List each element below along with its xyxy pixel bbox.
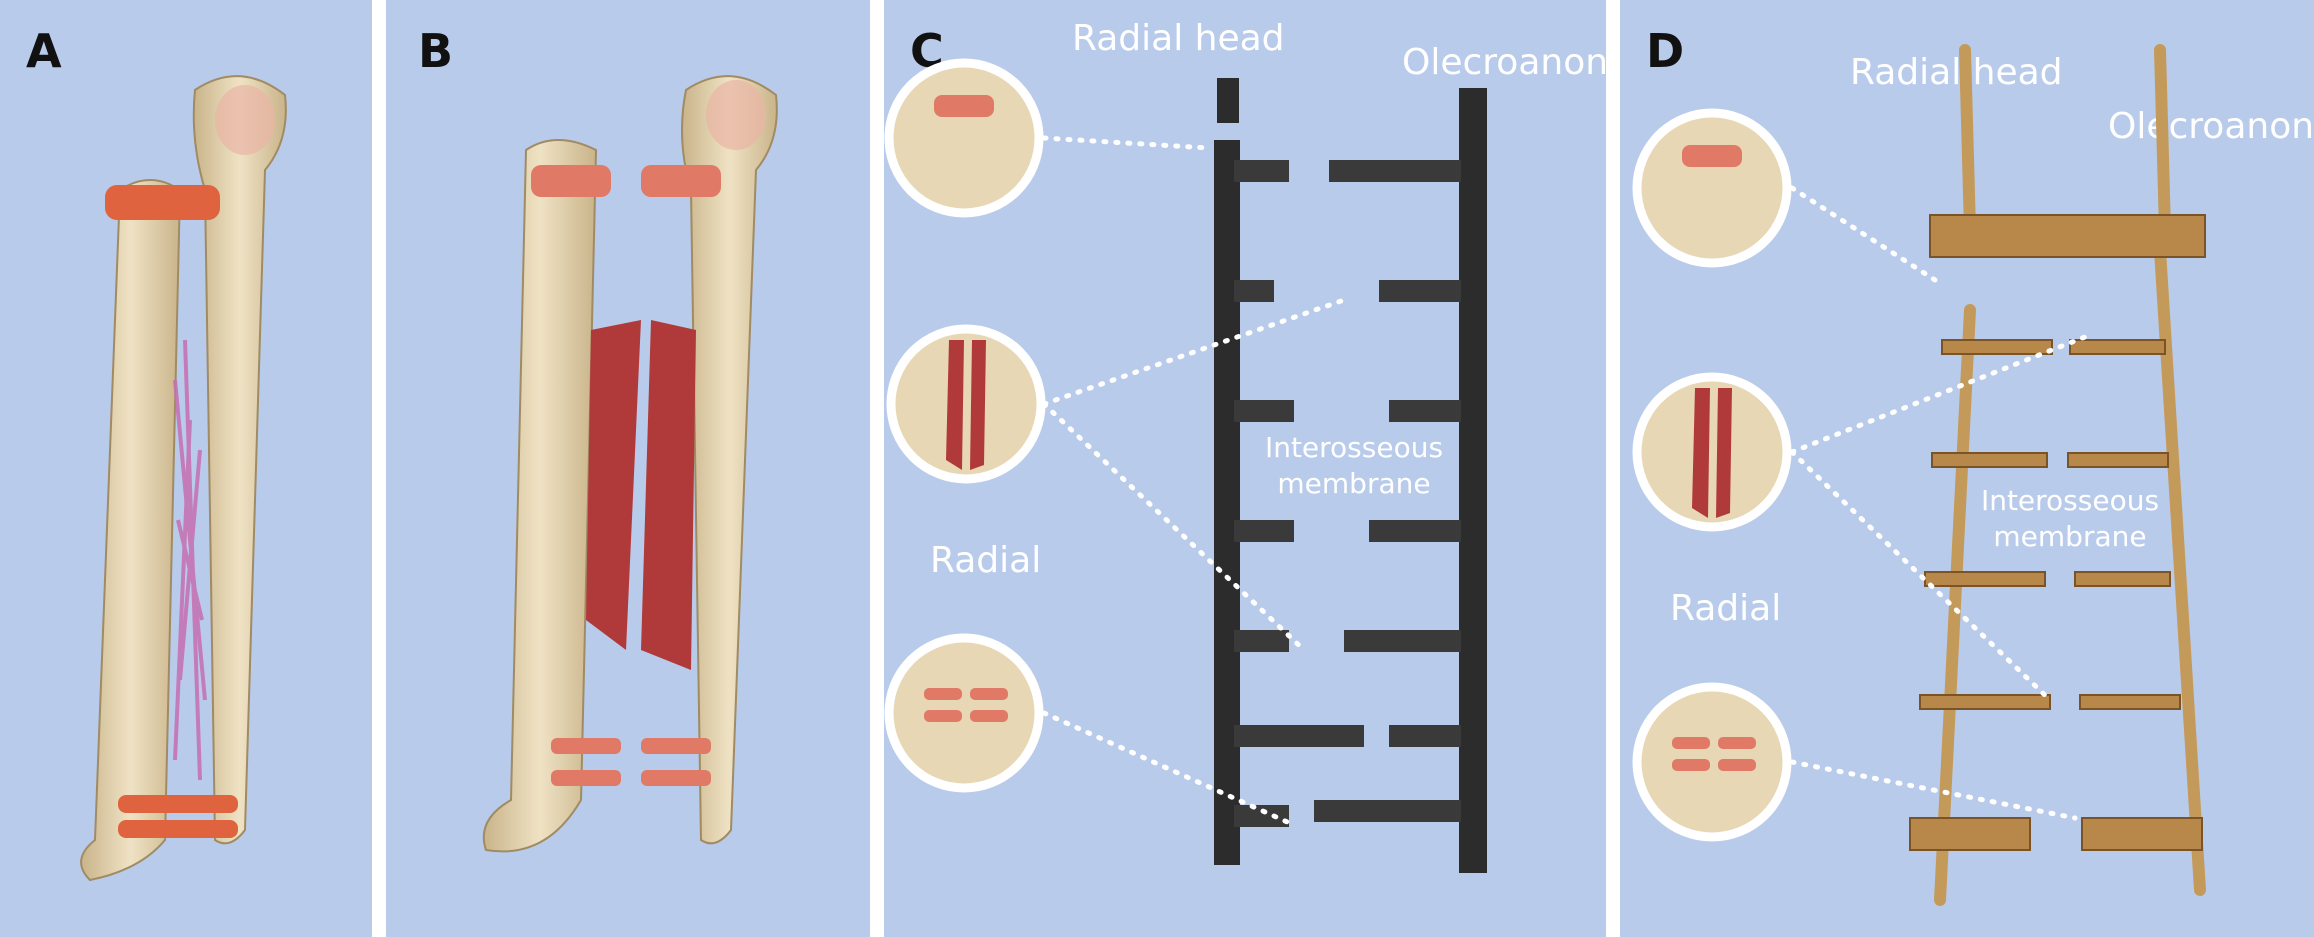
panel-label-b: B bbox=[418, 24, 454, 78]
panel-c: C Radial head Olecroanon Radial Inteross… bbox=[884, 0, 1606, 937]
label-olecranon: Olecroanon bbox=[1402, 42, 1606, 83]
label-radial-head: Radial head bbox=[1850, 52, 2063, 93]
panel-b: B bbox=[386, 0, 870, 937]
label-olecranon: Olecroanon bbox=[2108, 106, 2314, 147]
torn-ligament-icon bbox=[482, 75, 778, 853]
label-membrane-line2: membrane bbox=[1277, 467, 1431, 500]
forearm-bones-icon bbox=[80, 75, 287, 882]
wooden-ladder-icon bbox=[884, 58, 1487, 873]
label-radial-head: Radial head bbox=[1072, 18, 1285, 59]
label-radial: Radial bbox=[1670, 588, 1782, 629]
label-membrane-line1: Interosseous bbox=[1264, 431, 1444, 464]
label-interosseous-membrane: Interosseous membrane bbox=[1254, 430, 1454, 502]
panel-label-d: D bbox=[1646, 24, 1685, 78]
rope-ladder-icon bbox=[1632, 44, 2206, 906]
label-membrane-line2: membrane bbox=[1993, 520, 2147, 553]
panel-label-a: A bbox=[26, 24, 62, 78]
magnifier-circle-icon bbox=[1632, 108, 1792, 842]
panel-a: A bbox=[0, 0, 372, 937]
label-interosseous-membrane: Interosseous membrane bbox=[1960, 483, 2180, 555]
label-membrane-line1: Interosseous bbox=[1980, 484, 2160, 517]
panel-d: D Radial head Olecroanon Radial Inteross… bbox=[1620, 0, 2314, 937]
magnifier-circle-icon bbox=[884, 58, 1046, 793]
label-radial: Radial bbox=[930, 540, 1042, 581]
